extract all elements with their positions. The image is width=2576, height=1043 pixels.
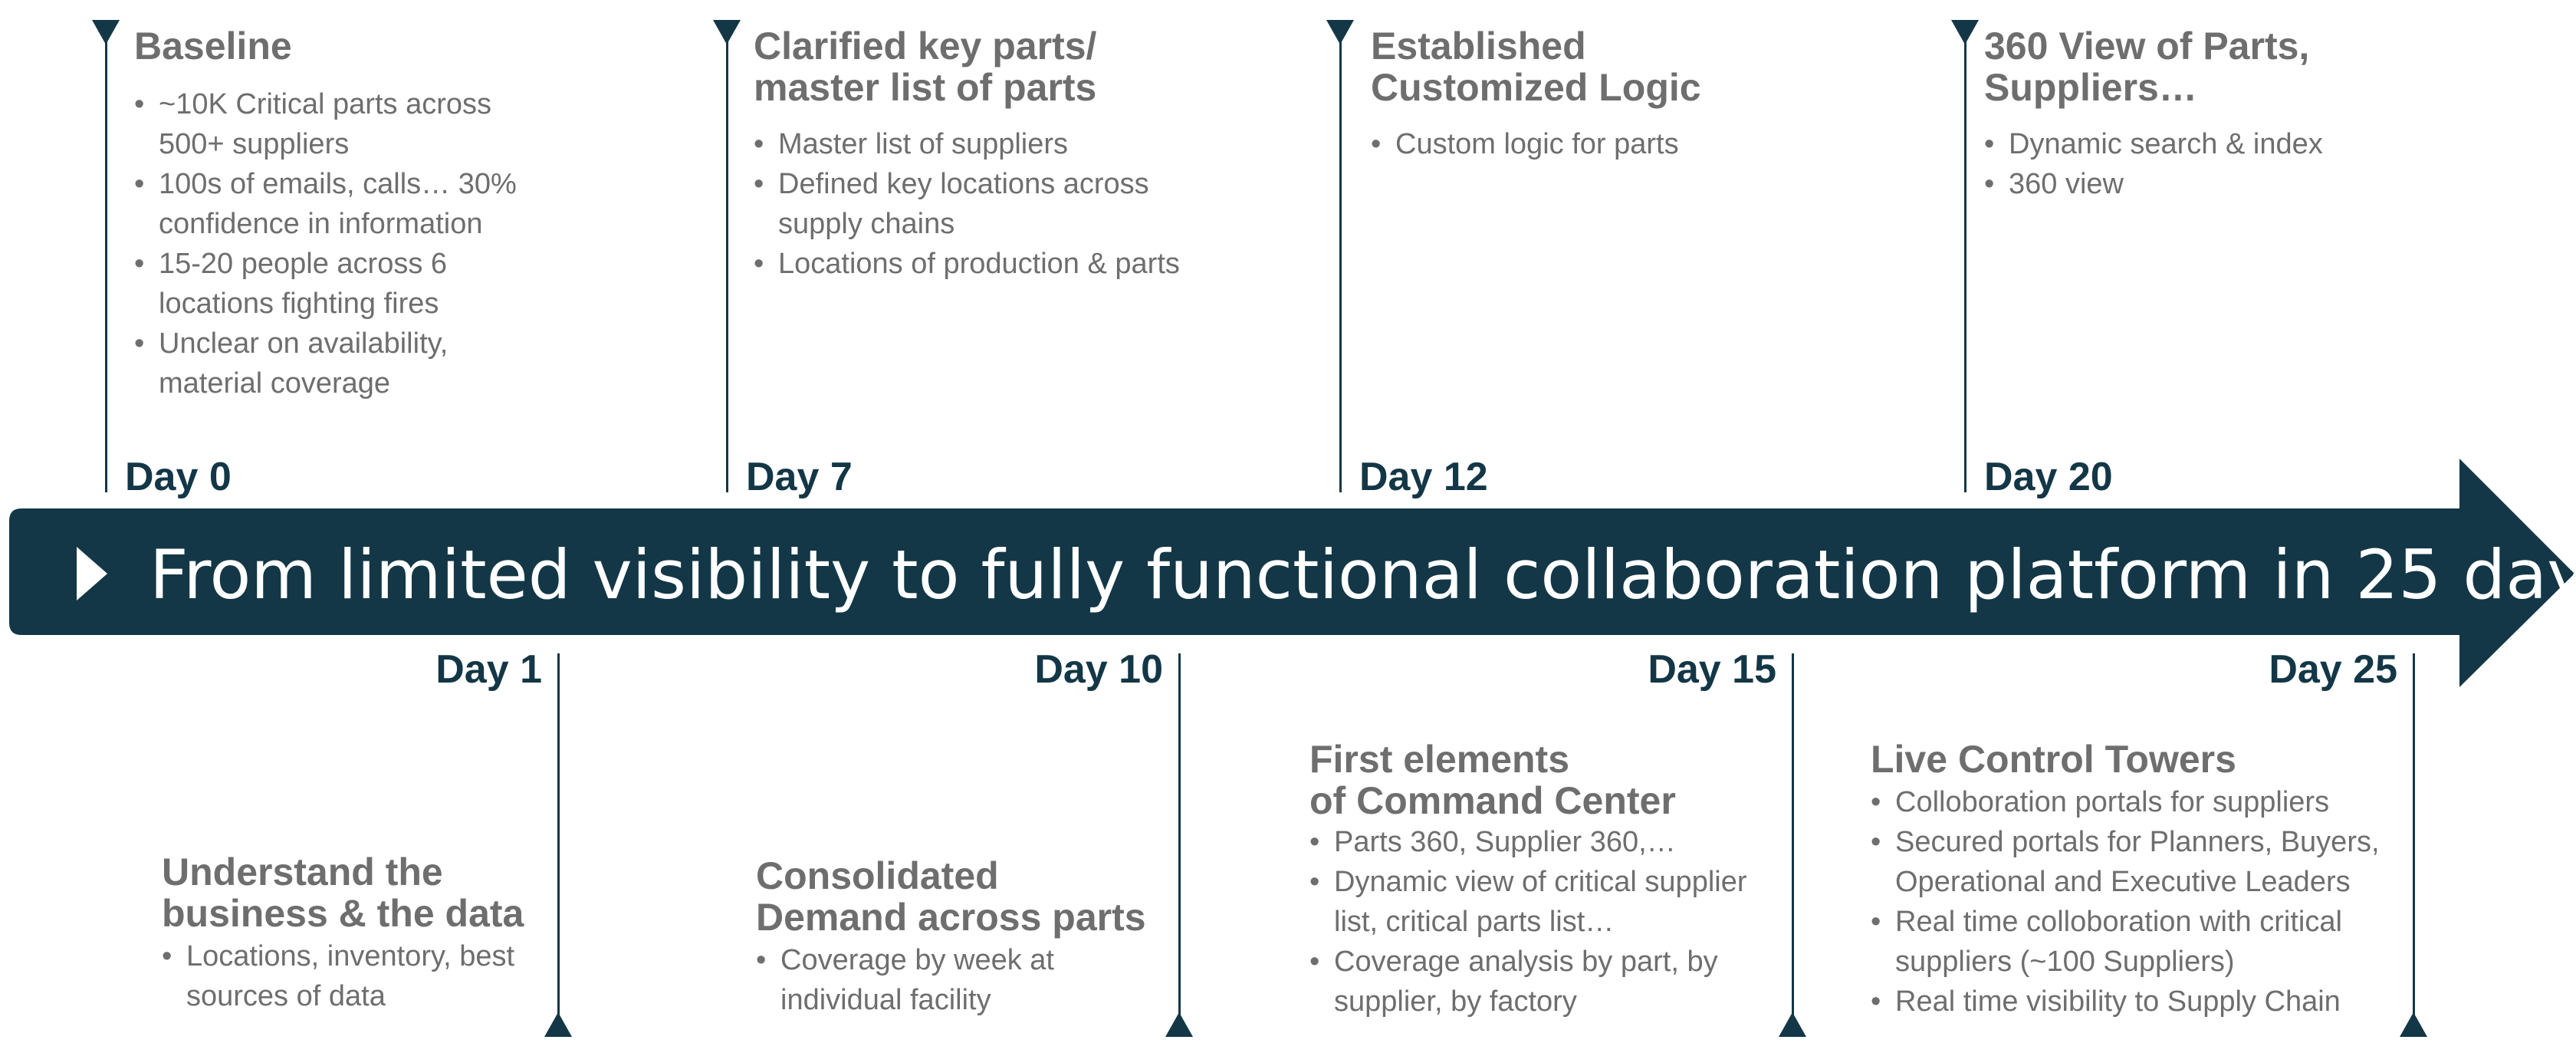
bullet-item: Secured portals for Planners, Buyers,Ope…: [1871, 822, 2400, 902]
milestone-line: [1964, 38, 1967, 492]
milestone-line: [1339, 38, 1342, 492]
milestone-title: Baseline: [134, 25, 292, 67]
marker-up-icon: [2400, 1012, 2427, 1037]
marker-up-icon: [544, 1012, 572, 1037]
milestone-title: 360 View of Parts, Suppliers…: [1984, 25, 2310, 109]
play-icon: [77, 547, 107, 600]
day-label: Day 20: [1984, 455, 2113, 499]
milestone-line: [726, 38, 728, 492]
day-label: Day 15: [1648, 647, 1776, 692]
milestone-line: [105, 38, 107, 492]
milestone-bullets: Custom logic for parts: [1371, 124, 1831, 164]
bullet-item: Parts 360, Supplier 360,…: [1309, 822, 1785, 862]
milestone-bullets: Master list of suppliers Defined key loc…: [754, 124, 1275, 284]
day-label: Day 10: [1034, 647, 1163, 692]
milestone-line: [2413, 653, 2415, 1018]
bullet-item: Dynamic search & index: [1984, 124, 2444, 164]
banner-title: From limited visibility to fully functio…: [150, 535, 2576, 614]
milestone-title: Understand the business & the data: [162, 851, 524, 935]
day-label: Day 1: [435, 647, 542, 692]
day-label: Day 0: [125, 455, 232, 499]
bullet-item: 100s of emails, calls… 30%confidence in …: [134, 164, 610, 244]
milestone-line: [1792, 653, 1794, 1018]
arrow-shape: [9, 459, 2574, 687]
bullet-item: Unclear on availability,material coverag…: [134, 324, 610, 403]
milestone-title: Live Control Towers: [1871, 738, 2236, 781]
bullet-item: Custom logic for parts: [1371, 124, 1831, 164]
day-label: Day 7: [746, 455, 853, 499]
bullet-item: Locations of production & parts: [754, 244, 1275, 284]
milestone-line: [1178, 653, 1181, 1018]
bullet-item: Real time visibility to Supply Chain: [1871, 982, 2400, 1022]
bullet-item: Master list of suppliers: [754, 124, 1275, 164]
milestone-title: Consolidated Demand across parts: [756, 854, 1146, 939]
milestone-title: Established Customized Logic: [1371, 25, 1701, 109]
bullet-item: Colloboration portals for suppliers: [1871, 782, 2400, 822]
day-label: Day 25: [2269, 647, 2397, 692]
milestone-bullets: Dynamic search & index 360 view: [1984, 124, 2444, 204]
milestone-line: [557, 653, 560, 1018]
milestone-bullets: Colloboration portals for suppliers Secu…: [1871, 782, 2400, 1022]
day-label: Day 12: [1359, 455, 1488, 499]
milestone-title: Clarified key parts/ master list of part…: [754, 25, 1097, 109]
bullet-item: Real time colloboration with criticalsup…: [1871, 902, 2400, 982]
bullet-item: 360 view: [1984, 164, 2444, 204]
marker-up-icon: [1165, 1012, 1193, 1037]
milestone-title: First elements of Command Center: [1309, 738, 1676, 822]
milestone-bullets: Parts 360, Supplier 360,… Dynamic view o…: [1309, 822, 1785, 1022]
